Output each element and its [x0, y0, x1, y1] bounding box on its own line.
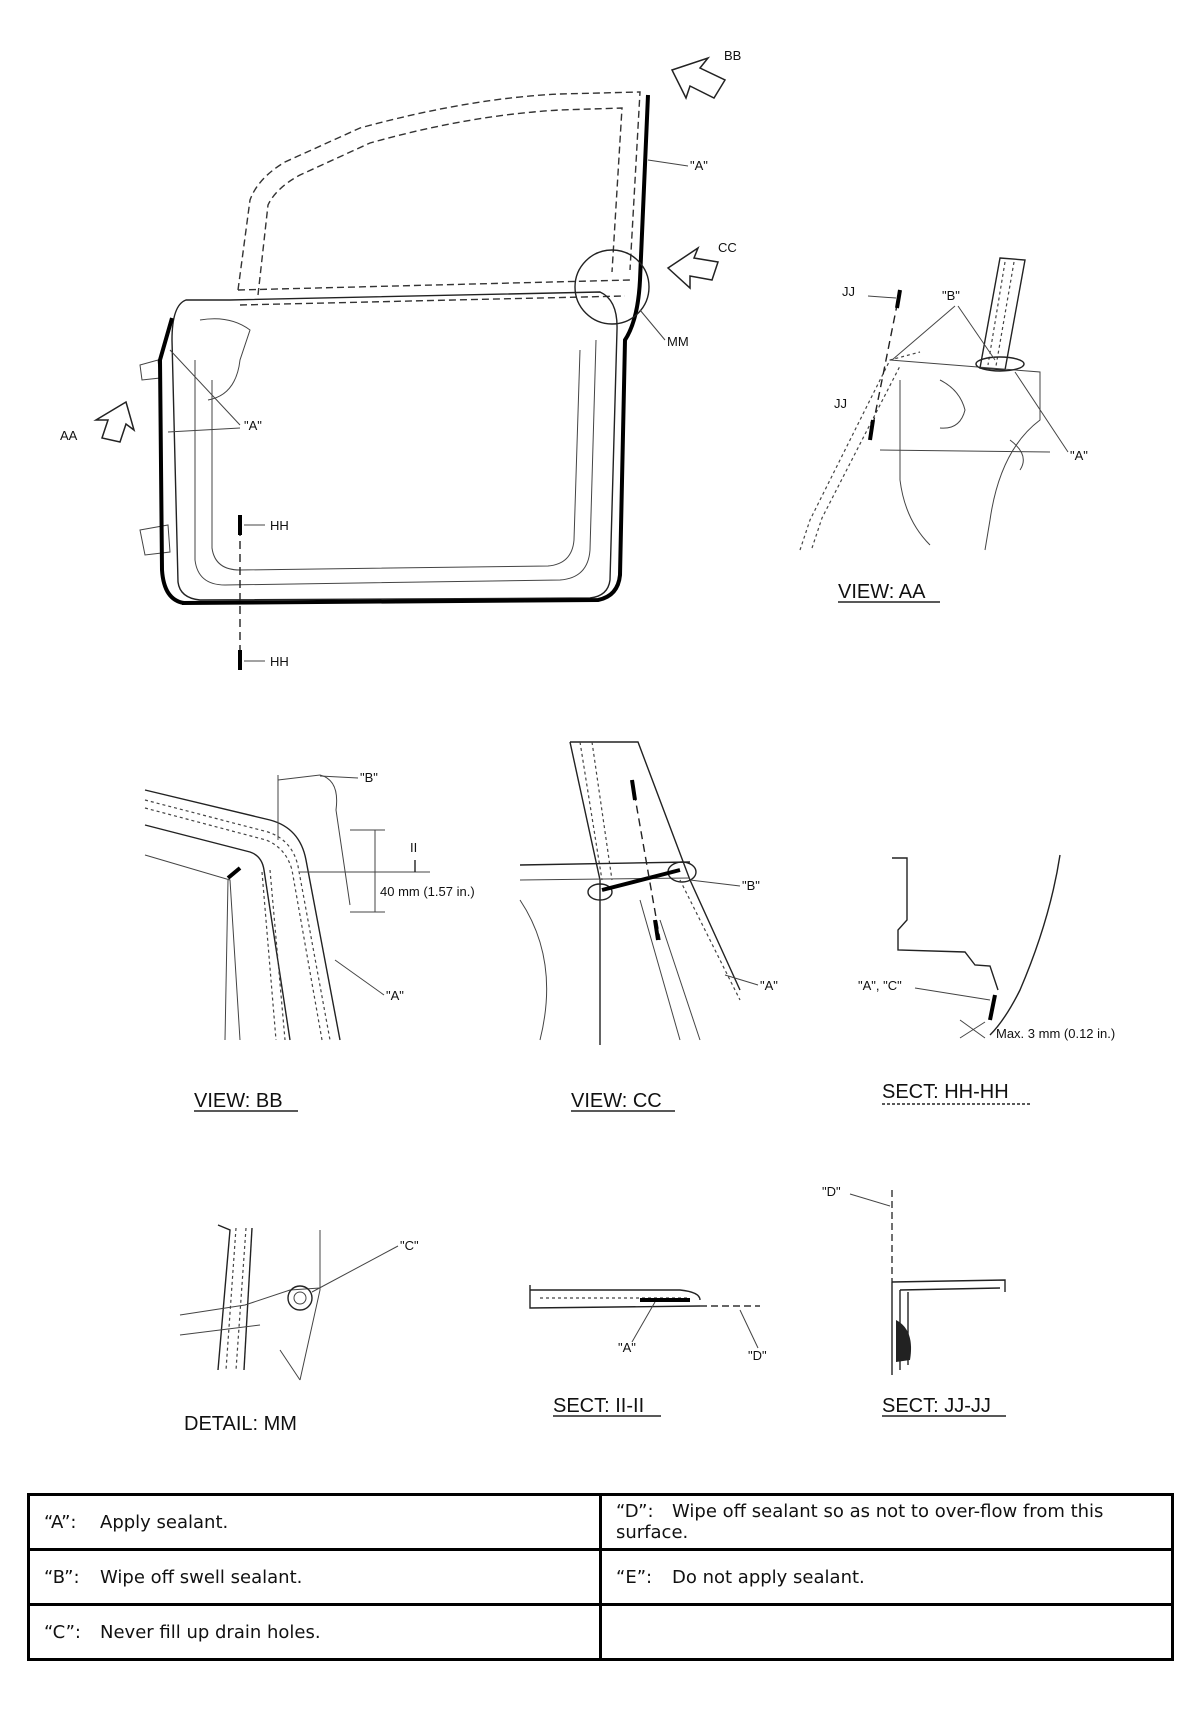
label-bb: BB — [724, 48, 741, 63]
label-a-ii: "A" — [618, 1340, 636, 1355]
arrow-cc: CC — [666, 240, 737, 290]
label-mm: MM — [667, 334, 689, 349]
door-main-view: MM BB CC AA "A" "A" HH HH — [60, 48, 741, 670]
label-a-bb: "A" — [386, 988, 404, 1003]
caption-view-bb: VIEW: BB — [194, 1090, 283, 1112]
label-a-left: "A" — [244, 418, 262, 433]
label-dim-40: 40 mm (1.57 in.) — [380, 884, 475, 899]
legend-cell: “C”: Never fill up drain holes. — [27, 1603, 602, 1661]
legend-row: “C”: Never fill up drain holes. — [27, 1603, 1174, 1661]
label-max-3: Max. 3 mm (0.12 in.) — [996, 1026, 1115, 1041]
detail-mm-circle — [574, 249, 650, 325]
sect-ii: "A" "D" SECT: II-II — [529, 1285, 767, 1417]
label-d-jj: "D" — [822, 1184, 841, 1199]
view-cc: "B" "A" VIEW: CC — [519, 741, 778, 1112]
caption-detail-mm: DETAIL: MM — [184, 1413, 297, 1435]
label-hh-top: HH — [270, 518, 289, 533]
label-d-ii: "D" — [748, 1348, 767, 1363]
label-ii: II — [410, 840, 417, 855]
detail-mm: "C" DETAIL: MM — [179, 1224, 419, 1435]
label-cc: CC — [718, 240, 737, 255]
view-aa: JJ JJ "B" "A" VIEW: AA — [799, 257, 1088, 603]
legend-text: Wipe off swell sealant. — [100, 1566, 303, 1588]
label-a-aa: "A" — [1070, 448, 1088, 463]
label-b-bb: "B" — [360, 770, 378, 785]
sect-hh: "A", "C" Max. 3 mm (0.12 in.) SECT: HH-H… — [858, 854, 1115, 1105]
legend-row: “A”: Apply sealant. “D”:Wipe off sealant … — [27, 1493, 1174, 1551]
label-ac-hh: "A", "C" — [858, 978, 902, 993]
arrow-aa: AA — [60, 400, 136, 443]
legend-code: “B”: — [44, 1566, 80, 1588]
legend-table: “A”: Apply sealant. “D”:Wipe off sealant … — [27, 1493, 1174, 1661]
legend-code: “D”: — [616, 1501, 654, 1522]
caption-sect-jj: SECT: JJ-JJ — [882, 1395, 991, 1417]
label-jj-side: JJ — [834, 396, 847, 411]
legend-code: “E”: — [616, 1566, 653, 1588]
legend-cell: “D”:Wipe off sealant so as not to over-f… — [599, 1493, 1174, 1551]
view-bb: II 40 mm (1.57 in.) "B" "A" VIEW: BB — [144, 770, 475, 1112]
legend-cell-empty — [599, 1603, 1174, 1661]
legend-cell: “B”: Wipe off swell sealant. — [27, 1548, 602, 1606]
label-b-aa: "B" — [942, 288, 960, 303]
legend-text: Do not apply sealant. — [672, 1566, 865, 1588]
label-a-top: "A" — [690, 158, 708, 173]
legend-text: Wipe off sealant so as not to over-flow … — [616, 1501, 1104, 1543]
legend-text: Apply sealant. — [100, 1511, 229, 1533]
caption-sect-hh: SECT: HH-HH — [882, 1081, 1009, 1103]
caption-view-cc: VIEW: CC — [571, 1090, 662, 1112]
legend-row: “B”: Wipe off swell sealant. “E”: Do not a… — [27, 1548, 1174, 1606]
legend-cell: “E”: Do not apply sealant. — [599, 1548, 1174, 1606]
legend-cell: “A”: Apply sealant. — [27, 1493, 602, 1551]
legend-text: Never fill up drain holes. — [100, 1621, 321, 1643]
caption-sect-ii: SECT: II-II — [553, 1395, 644, 1417]
label-aa: AA — [60, 428, 78, 443]
label-jj-top: JJ — [842, 284, 855, 299]
sect-jj: "D" SECT: JJ-JJ — [822, 1184, 1006, 1417]
label-hh-bottom: HH — [270, 654, 289, 669]
sealant-diagram: MM BB CC AA "A" "A" HH HH — [60, 48, 1115, 1435]
caption-view-aa: VIEW: AA — [838, 581, 926, 603]
legend-code: “C”: — [44, 1621, 81, 1643]
label-c-mm: "C" — [400, 1238, 419, 1253]
arrow-bb: BB — [670, 48, 741, 100]
label-a-cc: "A" — [760, 978, 778, 993]
label-b-cc: "B" — [742, 878, 760, 893]
legend-code: “A”: — [44, 1511, 77, 1533]
